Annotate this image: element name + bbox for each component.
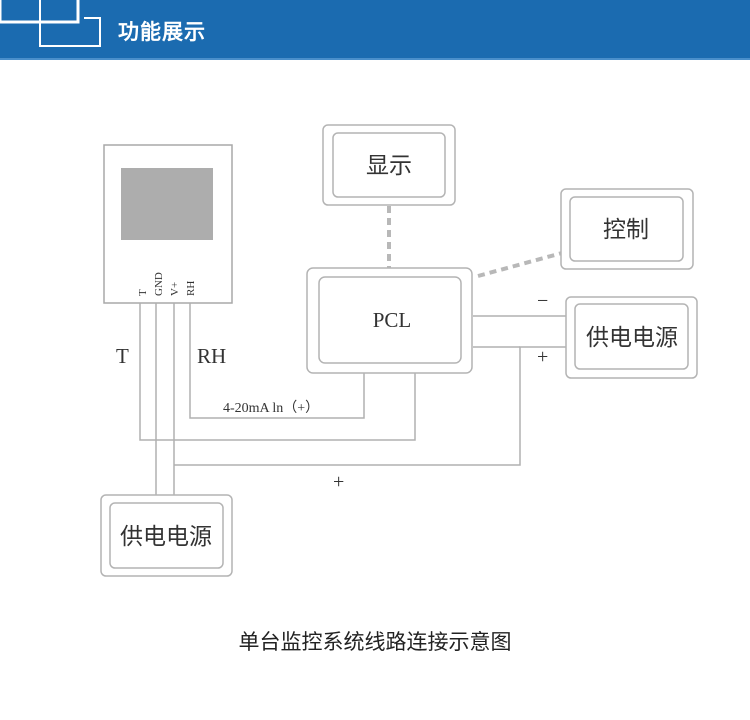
wire-t bbox=[139, 303, 416, 441]
plus-sign-right: + bbox=[537, 346, 548, 368]
wire-plus-branch bbox=[174, 346, 567, 466]
header-logo-icon bbox=[0, 0, 101, 47]
power-right-inner bbox=[574, 303, 689, 370]
minus-sign: − bbox=[537, 290, 548, 312]
power-bottom-label: 供电电源 bbox=[120, 524, 212, 550]
control-label: 控制 bbox=[603, 217, 649, 243]
plus-sign-bottom: + bbox=[333, 471, 344, 493]
power-right-label: 供电电源 bbox=[586, 325, 678, 351]
section-title: 功能展示 bbox=[118, 20, 206, 44]
pin-label-gnd: GND bbox=[153, 272, 165, 296]
wire-rh bbox=[189, 303, 365, 419]
power-bottom-inner bbox=[109, 502, 224, 569]
signal-label: 4-20mA ln（+） bbox=[223, 400, 319, 416]
wire-label-t: T bbox=[116, 344, 129, 368]
diagram-caption: 单台监控系统线路连接示意图 bbox=[238, 630, 512, 654]
wire-label-rh: RH bbox=[197, 344, 226, 368]
pin-label-vplus: V+ bbox=[169, 282, 181, 296]
wiring-diagram: T GND V+ RH bbox=[100, 124, 698, 577]
pin-label-rh: RH bbox=[185, 281, 197, 296]
display-box-inner bbox=[332, 132, 446, 198]
dotted-link-control bbox=[477, 251, 563, 278]
control-box-inner bbox=[569, 196, 684, 262]
section-header: 功能展示 bbox=[0, 0, 750, 58]
pcl-label: PCL bbox=[373, 308, 412, 332]
sensor-screen bbox=[121, 168, 213, 240]
sensor-device bbox=[103, 144, 233, 304]
pcl-box-inner bbox=[318, 276, 462, 364]
header-underline bbox=[0, 58, 750, 60]
pin-label-t: T bbox=[137, 289, 149, 296]
display-label: 显示 bbox=[366, 153, 412, 179]
